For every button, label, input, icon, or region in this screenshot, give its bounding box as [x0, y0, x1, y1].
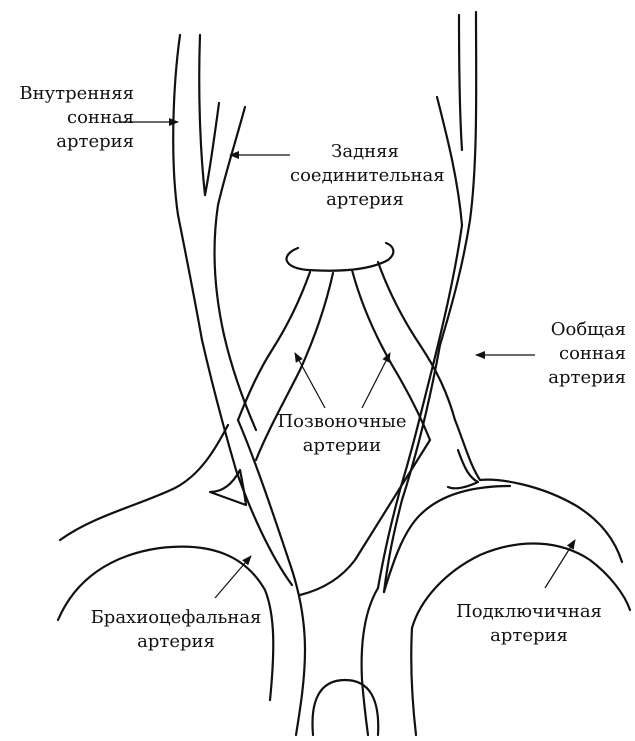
- left-internal-carotid-outer: [173, 35, 202, 340]
- right-internal-carotid-outer: [440, 12, 476, 345]
- basilar-arch: [287, 243, 394, 271]
- right-internal-carotid-inner: [437, 97, 462, 225]
- right-internal-carotid-inner-upper: [459, 15, 462, 150]
- left-internal-carotid-inner: [199, 35, 205, 195]
- aortic-v-right: [300, 440, 430, 595]
- arrow-vertebral-right: [362, 353, 390, 408]
- right-subclavian-upper: [455, 420, 622, 562]
- arrow-brachiocephalic: [215, 556, 251, 598]
- left-vertebral-outer: [238, 272, 310, 420]
- aorta-loop: [312, 680, 378, 735]
- label-common-carotid: Ообщая сонная артерия: [520, 318, 626, 390]
- label-vertebral: Позвоночные артерии: [266, 410, 418, 458]
- left-subclavian-fold: [210, 470, 246, 505]
- label-brachiocephalic: Брахиоцефальная артерия: [78, 606, 274, 654]
- label-internal-carotid: Внутренняя сонная артерия: [8, 82, 134, 154]
- arrow-vertebral-left: [295, 353, 325, 408]
- aortic-arch-right: [362, 588, 378, 735]
- left-subclavian-upper: [60, 425, 228, 540]
- right-vertebral-outer: [378, 262, 455, 420]
- label-posterior-communicating: Задняя соединительная артерия: [290, 140, 440, 212]
- right-common-carotid-outer: [378, 225, 462, 588]
- left-common-carotid-outer: [202, 340, 292, 585]
- aorta-right-wall: [411, 628, 416, 735]
- label-subclavian: Подключичная артерия: [450, 600, 608, 648]
- left-posterior-communicating-artery: [205, 103, 219, 195]
- left-posterior-communicating-artery-lower: [215, 107, 245, 335]
